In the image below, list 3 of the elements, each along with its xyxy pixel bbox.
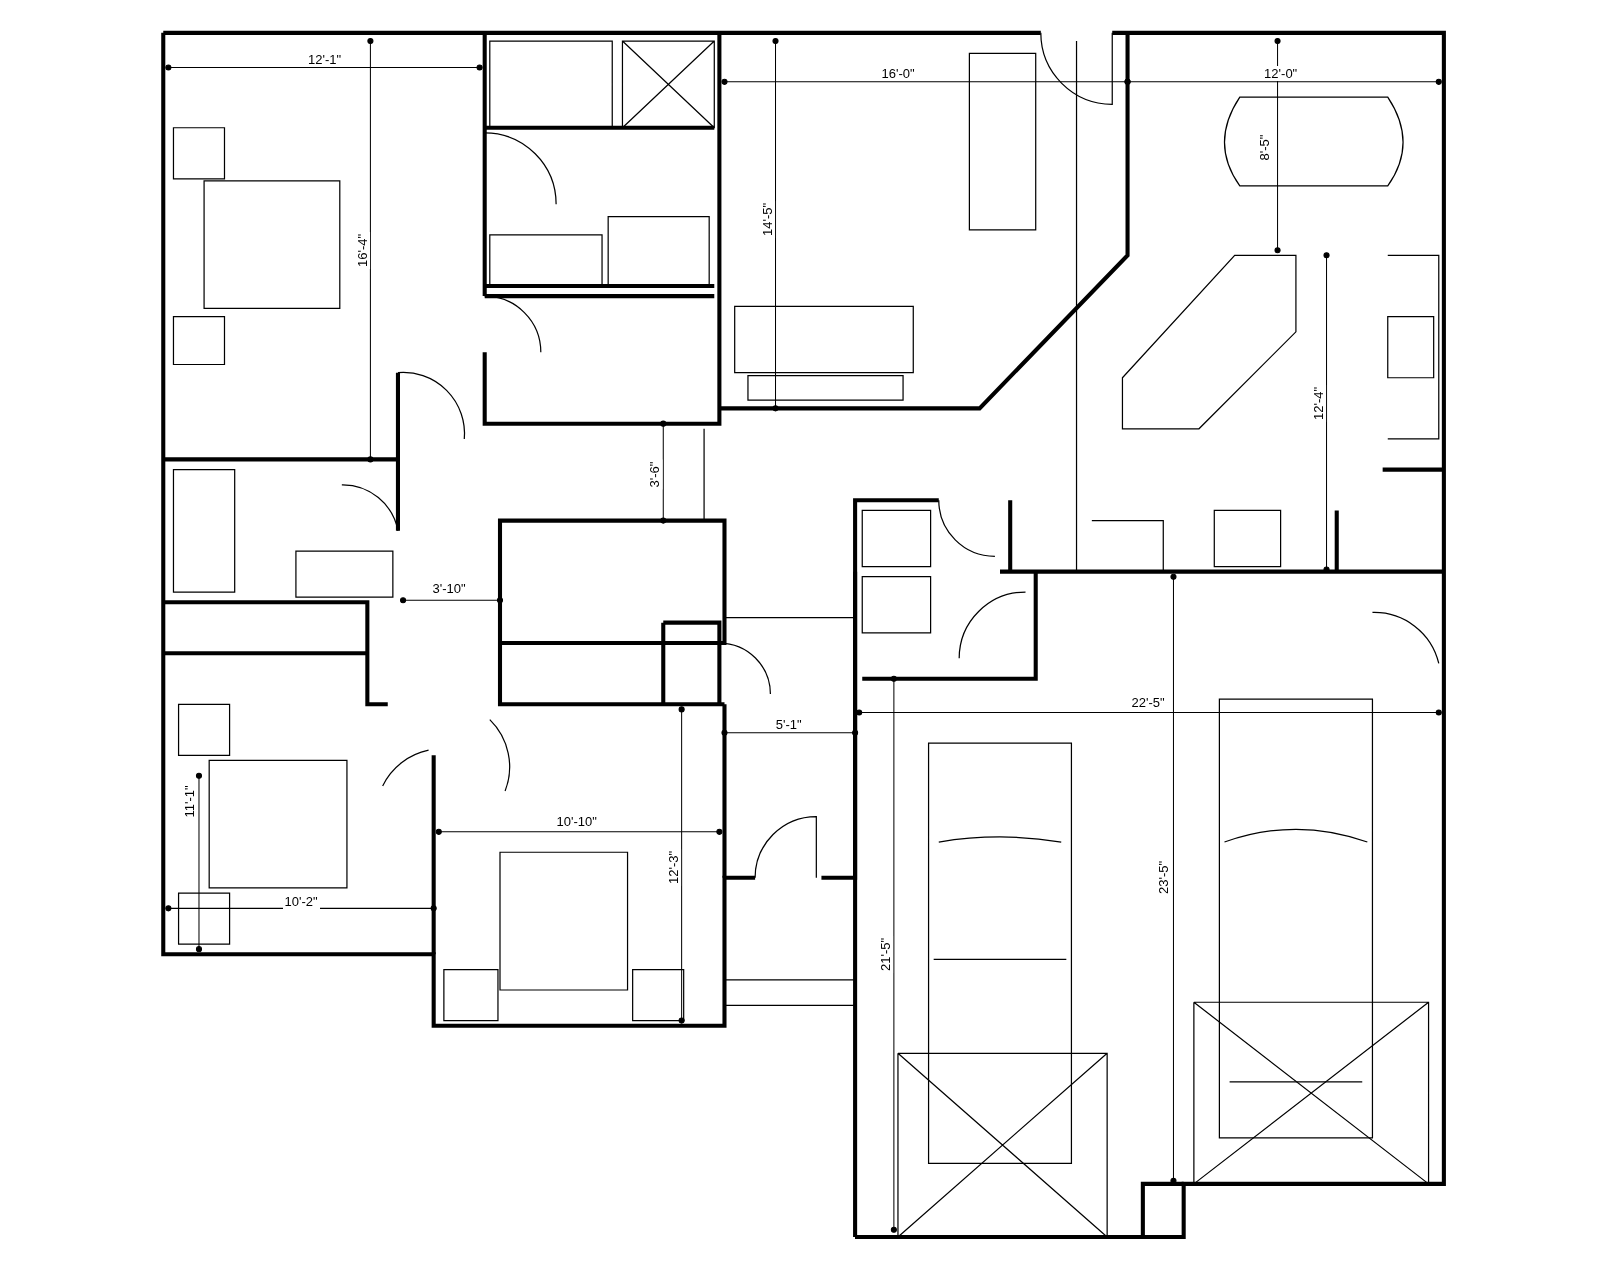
dimension-label: 3'-6" (647, 459, 663, 490)
dimension-label: 5'-1" (773, 717, 804, 732)
dimension-label: 12'-0" (1262, 65, 1300, 81)
